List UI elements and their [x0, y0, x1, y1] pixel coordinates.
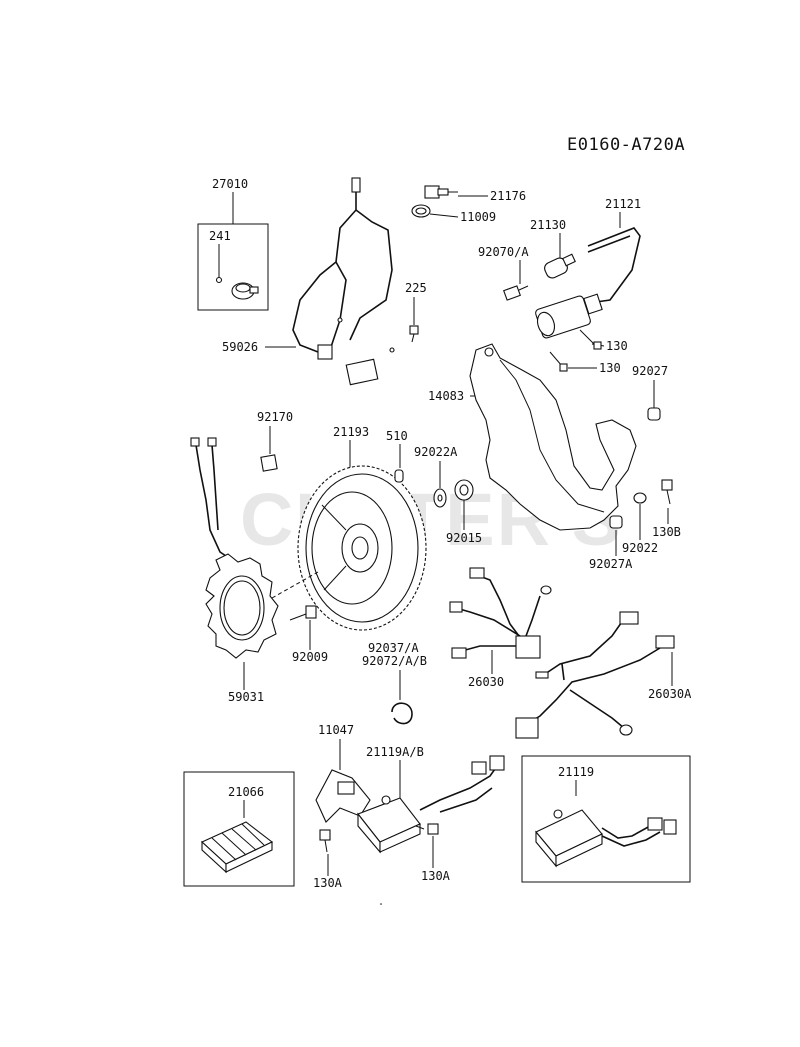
harness-59026-part	[292, 177, 395, 386]
collar-92027-part	[647, 407, 661, 421]
regulator-21119-part	[535, 809, 677, 868]
callout-130-top: 130	[606, 339, 628, 353]
stray-dot	[380, 903, 382, 905]
callout-26030: 26030	[468, 675, 504, 689]
callout-92170: 92170	[257, 410, 293, 424]
callout-92015: 92015	[446, 531, 482, 545]
oil-pressure-switch-part	[215, 276, 259, 300]
callout-21121: 21121	[605, 197, 641, 211]
bolt-130b-part	[661, 479, 673, 505]
bolt-130-top-part	[579, 329, 602, 350]
kit-box-27010	[197, 223, 269, 311]
callout-92027: 92027	[632, 364, 668, 378]
washer-92022-part	[633, 492, 647, 504]
callout-130b: 130B	[652, 525, 681, 539]
bolt-92009-part	[289, 605, 317, 621]
callout-92037a: 92037/A	[368, 641, 419, 655]
callout-21193: 21193	[333, 425, 369, 439]
callout-92072ab: 92072/A/B	[362, 654, 427, 668]
callout-21119: 21119	[558, 765, 594, 779]
callout-14083: 14083	[428, 389, 464, 403]
callout-27010: 27010	[212, 177, 248, 191]
nut-92015-part	[454, 479, 474, 501]
callout-21119ab: 21119A/B	[366, 745, 424, 759]
callout-92070a: 92070/A	[478, 245, 529, 259]
bolt-130a-left-part	[319, 829, 331, 853]
callout-11047: 11047	[318, 723, 354, 737]
callout-59031: 59031	[228, 690, 264, 704]
callout-26030a: 26030A	[648, 687, 692, 701]
diagram-code: E0160-A720A	[567, 135, 685, 155]
callout-241: 241	[209, 229, 231, 243]
clip-92037-part	[391, 702, 413, 725]
callout-130a-right: 130A	[421, 869, 451, 883]
terminal-92070-part	[503, 285, 529, 301]
callout-225: 225	[405, 281, 427, 295]
harness-26030-part	[449, 567, 552, 659]
callout-21066: 21066	[228, 785, 264, 799]
callout-130-mid: 130	[599, 361, 621, 375]
spark-plug-21176-part	[424, 185, 458, 199]
washer-92022a-part	[433, 488, 447, 508]
callout-92022a: 92022A	[414, 445, 458, 459]
ignition-coil-21121-part	[535, 227, 641, 339]
cover-14083-part	[469, 343, 637, 531]
callout-92022: 92022	[622, 541, 658, 555]
callout-130a-left: 130A	[313, 876, 343, 890]
clamp-92170-part	[260, 454, 278, 472]
rectifier-21066-part	[201, 821, 274, 874]
callout-92009: 92009	[292, 650, 328, 664]
callout-92027a: 92027A	[589, 557, 633, 571]
bracket-11047-part	[315, 769, 371, 823]
flywheel-21193-part	[297, 465, 427, 631]
bolt-130-mid-part	[549, 351, 568, 372]
callout-510: 510	[386, 429, 408, 443]
harness-26030a-part	[515, 611, 675, 739]
callout-11009: 11009	[460, 210, 496, 224]
plug-cap-21130-part	[544, 253, 576, 279]
o-ring-11009-part	[411, 204, 431, 218]
kit-27010-group: 27010 241	[197, 177, 269, 311]
bolt-130a-right-part	[415, 823, 439, 835]
kit-box-21066	[183, 771, 295, 887]
callout-21130: 21130	[530, 218, 566, 232]
callout-21176: 21176	[490, 189, 526, 203]
key-510-part	[394, 469, 404, 483]
kit-box-21119	[521, 755, 691, 883]
regulator-21119ab-part	[357, 755, 505, 854]
bolt-225-part	[409, 325, 419, 343]
stator-59031-part	[190, 437, 279, 659]
callout-59026: 59026	[222, 340, 258, 354]
collar-92027a-part	[609, 515, 623, 529]
